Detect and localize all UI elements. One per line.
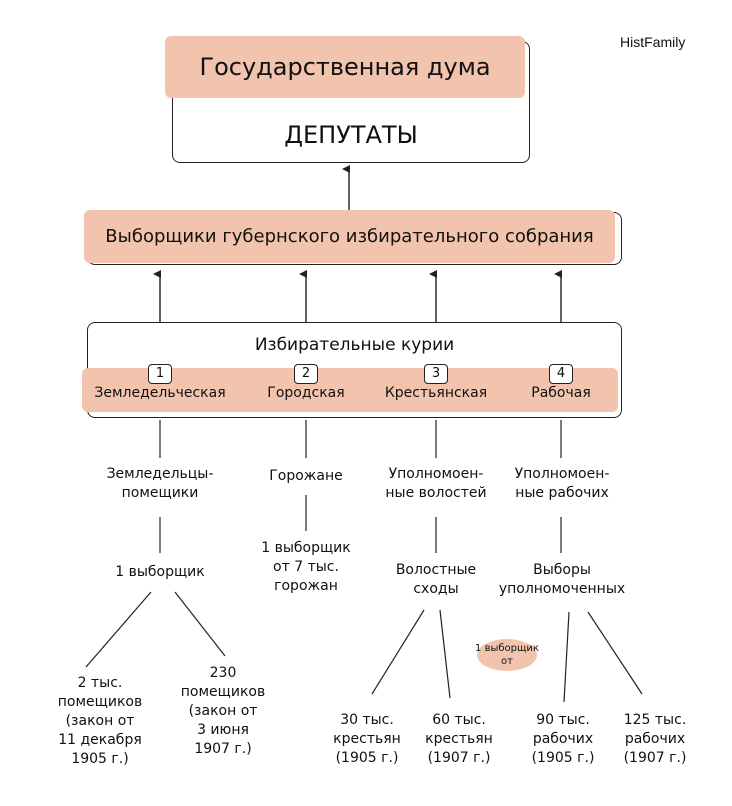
duma-title-band <box>165 36 525 98</box>
brand-logo: HistFamily <box>620 34 686 50</box>
curiae-title: Избирательные курии <box>254 335 455 355</box>
curia-1-number: 1 <box>148 364 172 384</box>
curia-4-number: 4 <box>549 364 573 384</box>
col4-left-result: 90 тыс.рабочих(1905 г.) <box>531 712 595 766</box>
curia-2-number: 2 <box>294 364 318 384</box>
col3-right-result: 60 тыс.крестьян(1907 г.) <box>425 712 493 766</box>
curia-3-name: Крестьянская <box>384 385 488 401</box>
curia-2-name: Городская <box>267 385 345 401</box>
note-oval <box>477 639 537 671</box>
curia-3-number: 3 <box>424 364 448 384</box>
curia-1-name: Земледельческая <box>94 385 226 401</box>
col1-quota: 1 выборщик <box>115 564 205 580</box>
col1-voters: Земледельцы-помещики <box>106 466 214 501</box>
duma-title: Государственная дума <box>199 53 491 81</box>
curia-4-name: Рабочая <box>531 385 591 401</box>
electors-title: Выборщики губернского избирательного соб… <box>105 226 594 247</box>
electors-band <box>84 210 615 263</box>
col4-right-result: 125 тыс.рабочих(1907 г.) <box>623 712 687 766</box>
col2-voters: Горожане <box>269 468 343 484</box>
duma-deputies: ДЕПУТАТЫ <box>284 121 418 149</box>
col3-voters: Уполномоен-ные волостей <box>385 466 487 501</box>
col4-voters: Уполномоен-ные рабочих <box>514 466 610 501</box>
col3-left-result: 30 тыс.крестьян(1905 г.) <box>333 712 401 766</box>
